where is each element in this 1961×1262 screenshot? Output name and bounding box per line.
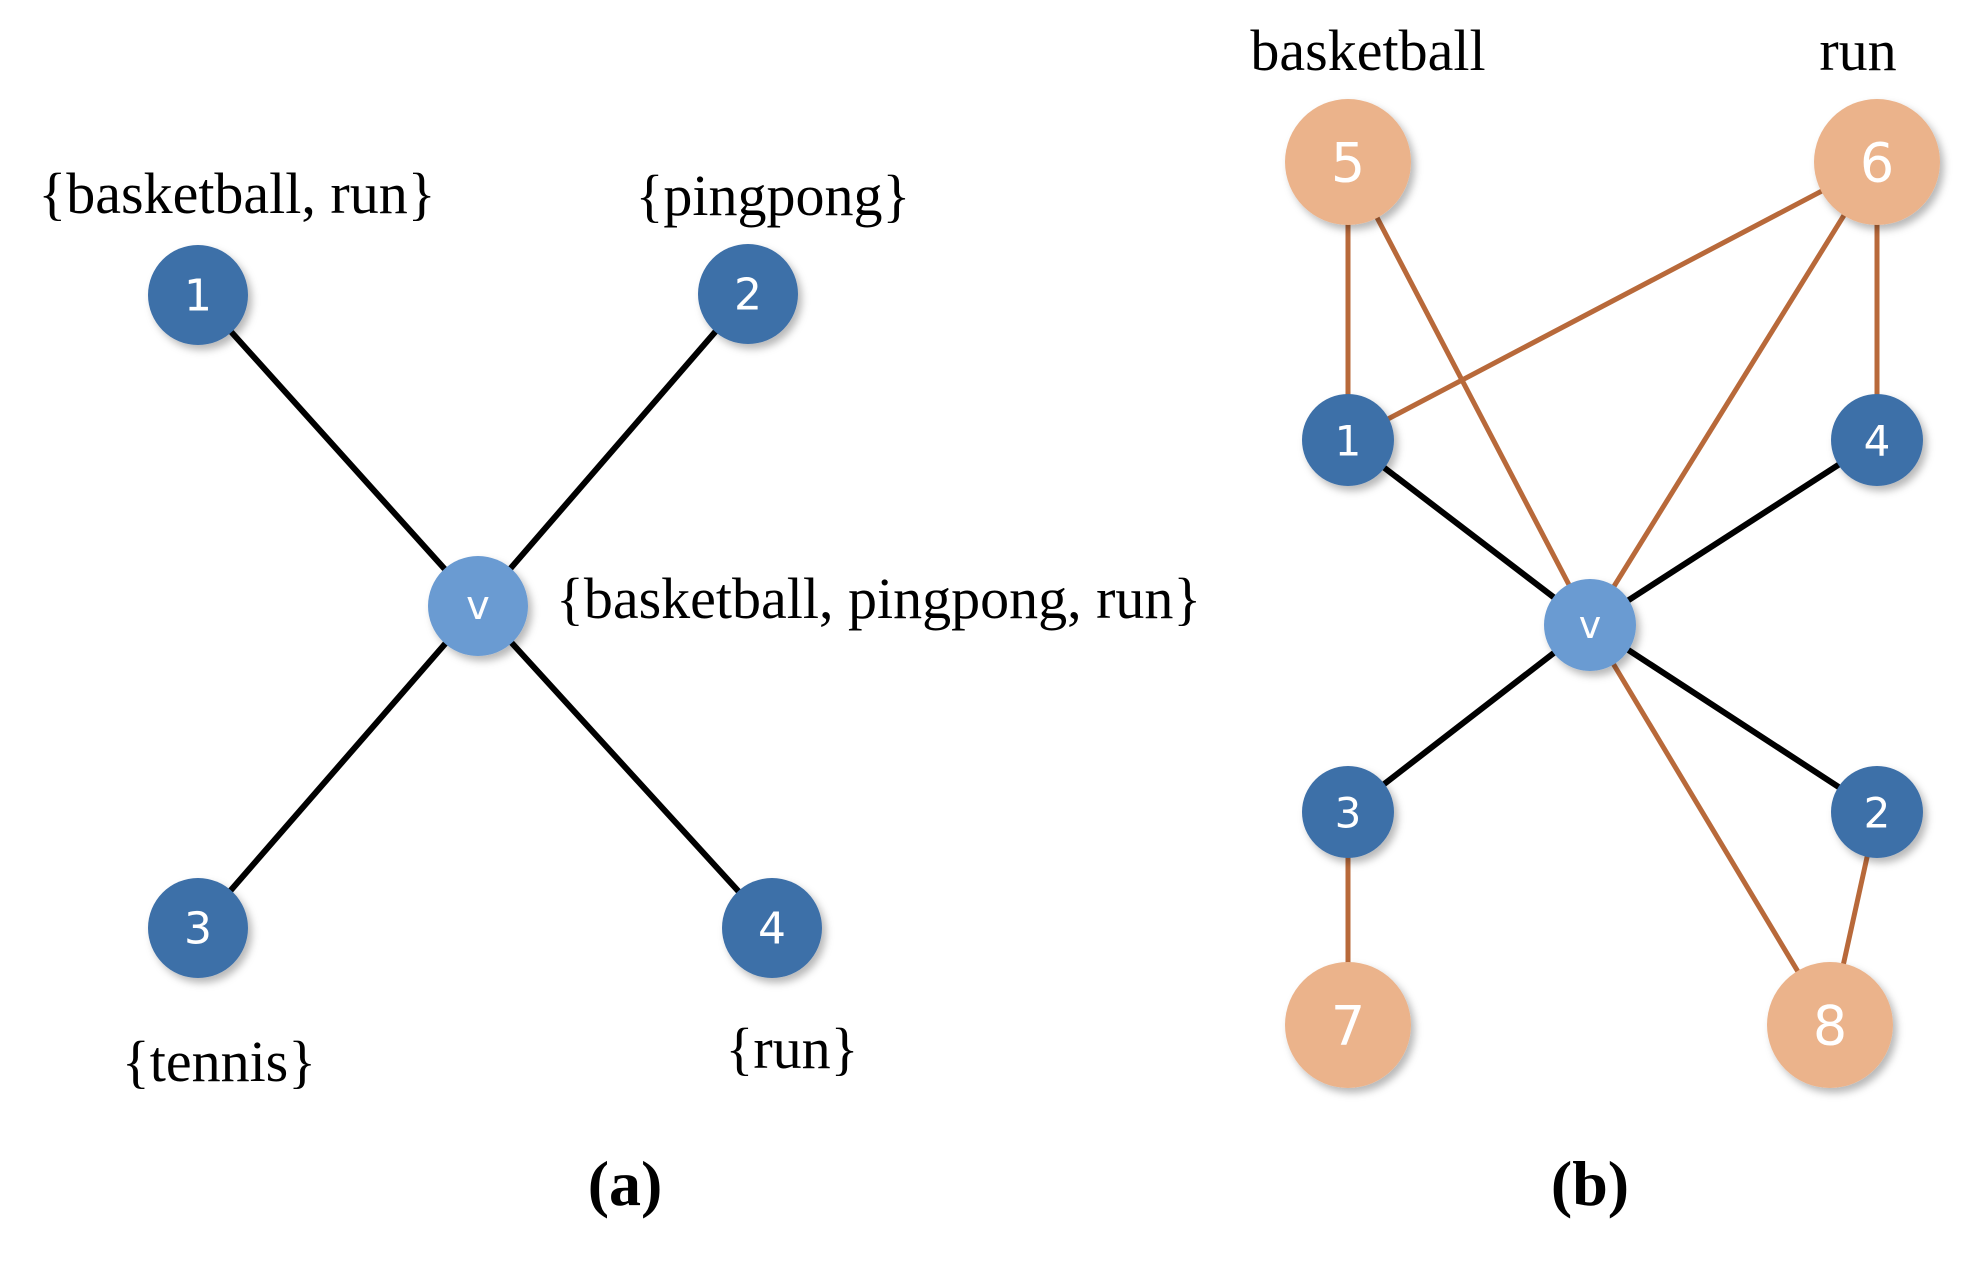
svg-text:4: 4 <box>758 904 786 955</box>
panel-a-nodes: 1 2 3 4 v <box>148 244 822 978</box>
node-a-v: v <box>428 556 528 656</box>
edge-a-v-1 <box>195 292 481 609</box>
svg-text:7: 7 <box>1331 995 1365 1058</box>
attr-set-node-3: {tennis} <box>122 1029 316 1094</box>
node-b-6: 6 <box>1814 99 1940 225</box>
node-a-2: 2 <box>698 244 798 344</box>
panel-a-attribute-sets: {basketball, run} {pingpong} {basketball… <box>38 161 1201 1094</box>
node-b-1: 1 <box>1302 394 1394 486</box>
attr-set-node-v: {basketball, pingpong, run} <box>556 566 1201 631</box>
edge-b-v-3 <box>1346 622 1592 815</box>
node-b-2: 2 <box>1831 766 1923 858</box>
attr-set-node-2: {pingpong} <box>636 163 911 228</box>
node-b-4: 4 <box>1831 394 1923 486</box>
node-b-3: 3 <box>1302 766 1394 858</box>
svg-text:3: 3 <box>1335 789 1362 838</box>
node-a-1: 1 <box>148 245 248 345</box>
edge-b-v-1 <box>1346 437 1592 628</box>
attr-label-node-5: basketball <box>1250 18 1485 83</box>
panel-a-edges <box>195 292 775 931</box>
node-b-7: 7 <box>1285 962 1411 1088</box>
panel-b-nodes: 5 6 1 4 v 3 2 <box>1285 99 1940 1088</box>
svg-text:8: 8 <box>1813 995 1847 1058</box>
panel-b-attribute-labels: basketball run <box>1250 18 1896 83</box>
edge-b-6-v <box>1587 160 1880 627</box>
edge-a-v-4 <box>475 603 775 931</box>
panel-a-caption: (a) <box>588 1148 663 1219</box>
panel-b-social-edges <box>1346 437 1879 815</box>
panel-b-caption: (b) <box>1551 1148 1629 1219</box>
svg-text:3: 3 <box>184 904 212 955</box>
svg-text:1: 1 <box>1335 417 1362 466</box>
attr-set-node-1: {basketball, run} <box>38 161 435 226</box>
node-b-v: v <box>1544 579 1636 671</box>
attr-label-node-6: run <box>1819 18 1896 83</box>
edge-b-v-8 <box>1587 623 1833 1027</box>
panel-a: 1 2 3 4 v {basketball, run} {pingpong} { <box>38 161 1201 1219</box>
svg-text:6: 6 <box>1860 132 1894 195</box>
edge-b-5-v <box>1345 160 1593 627</box>
svg-text:v: v <box>466 583 490 629</box>
svg-text:2: 2 <box>734 270 762 321</box>
attr-set-node-4: {run} <box>726 1016 859 1081</box>
svg-text:2: 2 <box>1864 789 1891 838</box>
edge-a-v-2 <box>475 292 751 608</box>
edge-a-v-3 <box>195 604 481 930</box>
edge-b-v-2 <box>1588 622 1879 815</box>
node-b-8: 8 <box>1767 962 1893 1088</box>
node-a-3: 3 <box>148 878 248 978</box>
edge-b-v-4 <box>1588 437 1879 628</box>
node-b-5: 5 <box>1285 99 1411 225</box>
svg-text:4: 4 <box>1864 417 1891 466</box>
edge-b-6-1 <box>1346 159 1879 443</box>
panel-b: 5 6 1 4 v 3 2 <box>1250 18 1940 1219</box>
node-a-4: 4 <box>722 878 822 978</box>
svg-text:v: v <box>1579 603 1602 647</box>
svg-text:1: 1 <box>184 271 212 322</box>
svg-text:5: 5 <box>1331 132 1365 195</box>
